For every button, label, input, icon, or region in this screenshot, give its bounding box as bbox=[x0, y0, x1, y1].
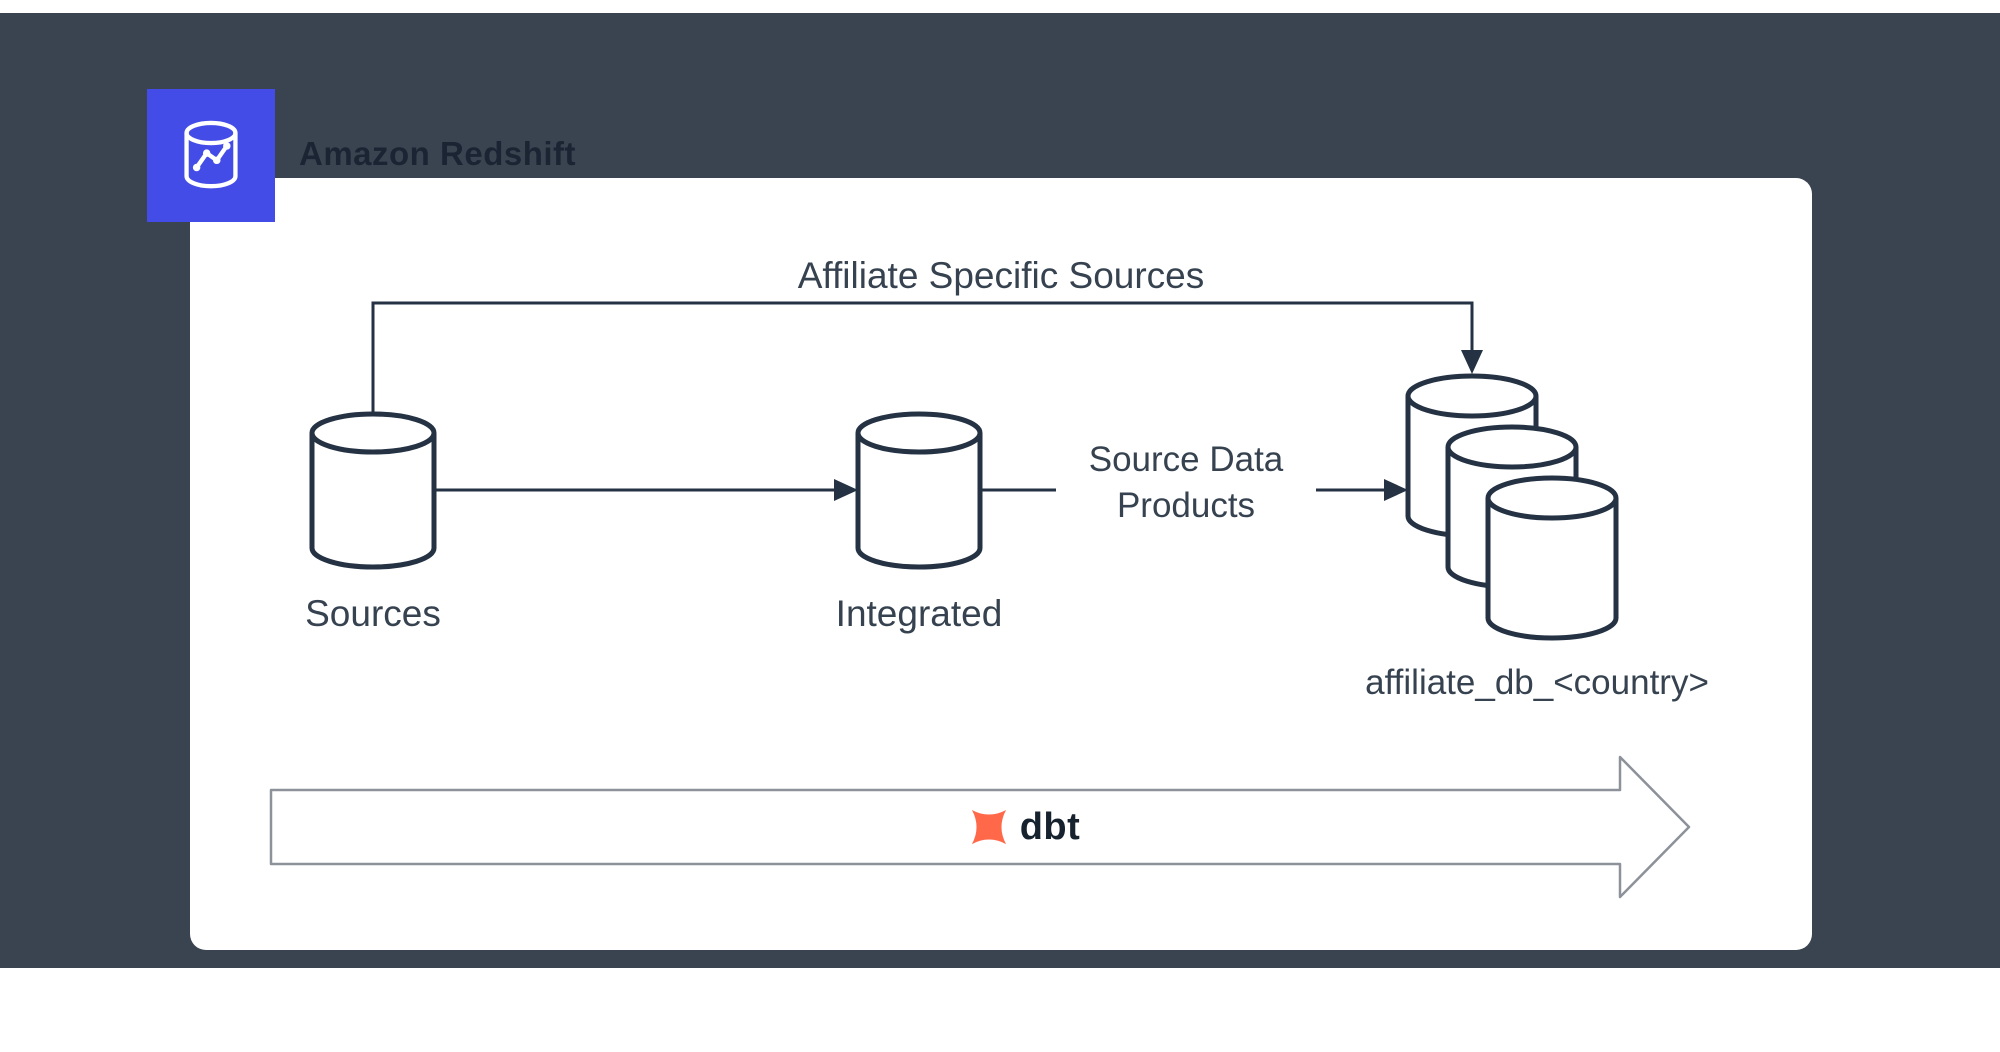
source-data-products-label: Source Data Products bbox=[1056, 437, 1316, 530]
redshift-database-icon bbox=[184, 120, 238, 188]
integrated-label: Integrated bbox=[835, 593, 1003, 634]
sources-label: Sources bbox=[305, 593, 441, 634]
amazon-redshift-badge bbox=[147, 89, 275, 222]
dbt-logo-icon bbox=[971, 809, 1006, 845]
diagram-title: Amazon Redshift bbox=[299, 135, 577, 172]
dbt-label: dbt bbox=[1019, 805, 1081, 848]
affiliate-db-label: affiliate_db_<country> bbox=[1365, 663, 1709, 702]
dbt-logo: dbt bbox=[924, 795, 1124, 859]
affiliate-route-label: Affiliate Specific Sources bbox=[797, 255, 1205, 296]
